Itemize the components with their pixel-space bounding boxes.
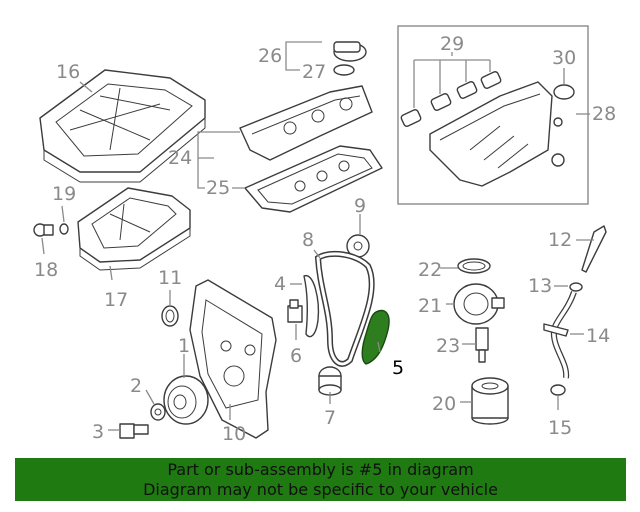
label-27: 27: [302, 61, 326, 83]
pulley-washer-part: [150, 403, 166, 421]
leader-lines: [41, 41, 594, 431]
label-16: 16: [56, 61, 80, 83]
oil-filter-part: [471, 377, 509, 425]
label-15: 15: [548, 417, 572, 439]
part-number-labels: 16 17 18 19 24 25 26 27 29 30 28 9 8 4 6…: [34, 33, 616, 445]
tube-oring-part: [550, 384, 566, 396]
label-18: 18: [34, 259, 58, 281]
oil-filter-housing-part: [453, 283, 505, 325]
label-8: 8: [302, 229, 314, 251]
label-1: 1: [178, 335, 190, 357]
chain-tensioner-part: [287, 299, 303, 323]
label-20: 20: [432, 393, 456, 415]
intake-manifold-part: [429, 81, 565, 187]
filler-cap-seal-part: [333, 64, 355, 76]
label-28: 28: [592, 103, 616, 125]
oil-filler-cap-part: [333, 41, 367, 62]
label-25: 25: [206, 177, 230, 199]
dipstick-part: [581, 225, 607, 273]
lower-oil-pan-part: [77, 187, 191, 271]
label-7: 7: [324, 407, 336, 429]
label-2: 2: [130, 375, 142, 397]
label-22: 22: [418, 259, 442, 281]
crank-sprocket-part: [318, 366, 342, 396]
label-11: 11: [158, 267, 182, 289]
intake-gaskets-part: [400, 71, 502, 127]
crankshaft-pulley-part: [163, 375, 209, 425]
timing-chain-part: [314, 250, 375, 367]
label-23: 23: [436, 335, 460, 357]
filter-housing-seal-part: [457, 258, 491, 274]
label-29: 29: [440, 33, 464, 55]
upper-oil-pan-part: [39, 69, 206, 183]
label-3: 3: [92, 421, 104, 443]
label-24: 24: [168, 147, 192, 169]
label-17: 17: [104, 289, 128, 311]
tensioner-arm-part-highlighted: [361, 309, 390, 365]
banner-line-1: Part or sub-assembly is #5 in diagram: [167, 460, 474, 479]
pulley-bolt-part: [119, 423, 149, 439]
dipstick-tube-part: [543, 290, 577, 379]
dipstick-oring-part: [569, 282, 583, 292]
throttle-gasket-part: [553, 84, 575, 100]
valve-cover-gasket-part: [244, 145, 383, 213]
chain-guide-part: [303, 275, 320, 338]
label-19: 19: [52, 183, 76, 205]
banner-line-2: Diagram may not be specific to your vehi…: [143, 480, 498, 499]
label-14: 14: [586, 325, 610, 347]
drain-plug-part: [33, 223, 54, 237]
front-crank-seal-part: [161, 305, 179, 327]
oil-pressure-sensor-part: [475, 327, 489, 363]
label-6: 6: [290, 345, 302, 367]
part-info-banner: Part or sub-assembly is #5 in diagram Di…: [15, 458, 626, 501]
label-21: 21: [418, 295, 442, 317]
label-9: 9: [354, 195, 366, 217]
label-4: 4: [274, 273, 286, 295]
valve-cover-part: [239, 85, 373, 161]
timing-cover-part: [189, 279, 277, 439]
label-26: 26: [258, 45, 282, 67]
label-13: 13: [528, 275, 552, 297]
label-30: 30: [552, 47, 576, 69]
label-10: 10: [222, 423, 246, 445]
label-12: 12: [548, 229, 572, 251]
drain-plug-washer-part: [59, 223, 69, 235]
label-5-highlighted: 5: [392, 357, 404, 379]
